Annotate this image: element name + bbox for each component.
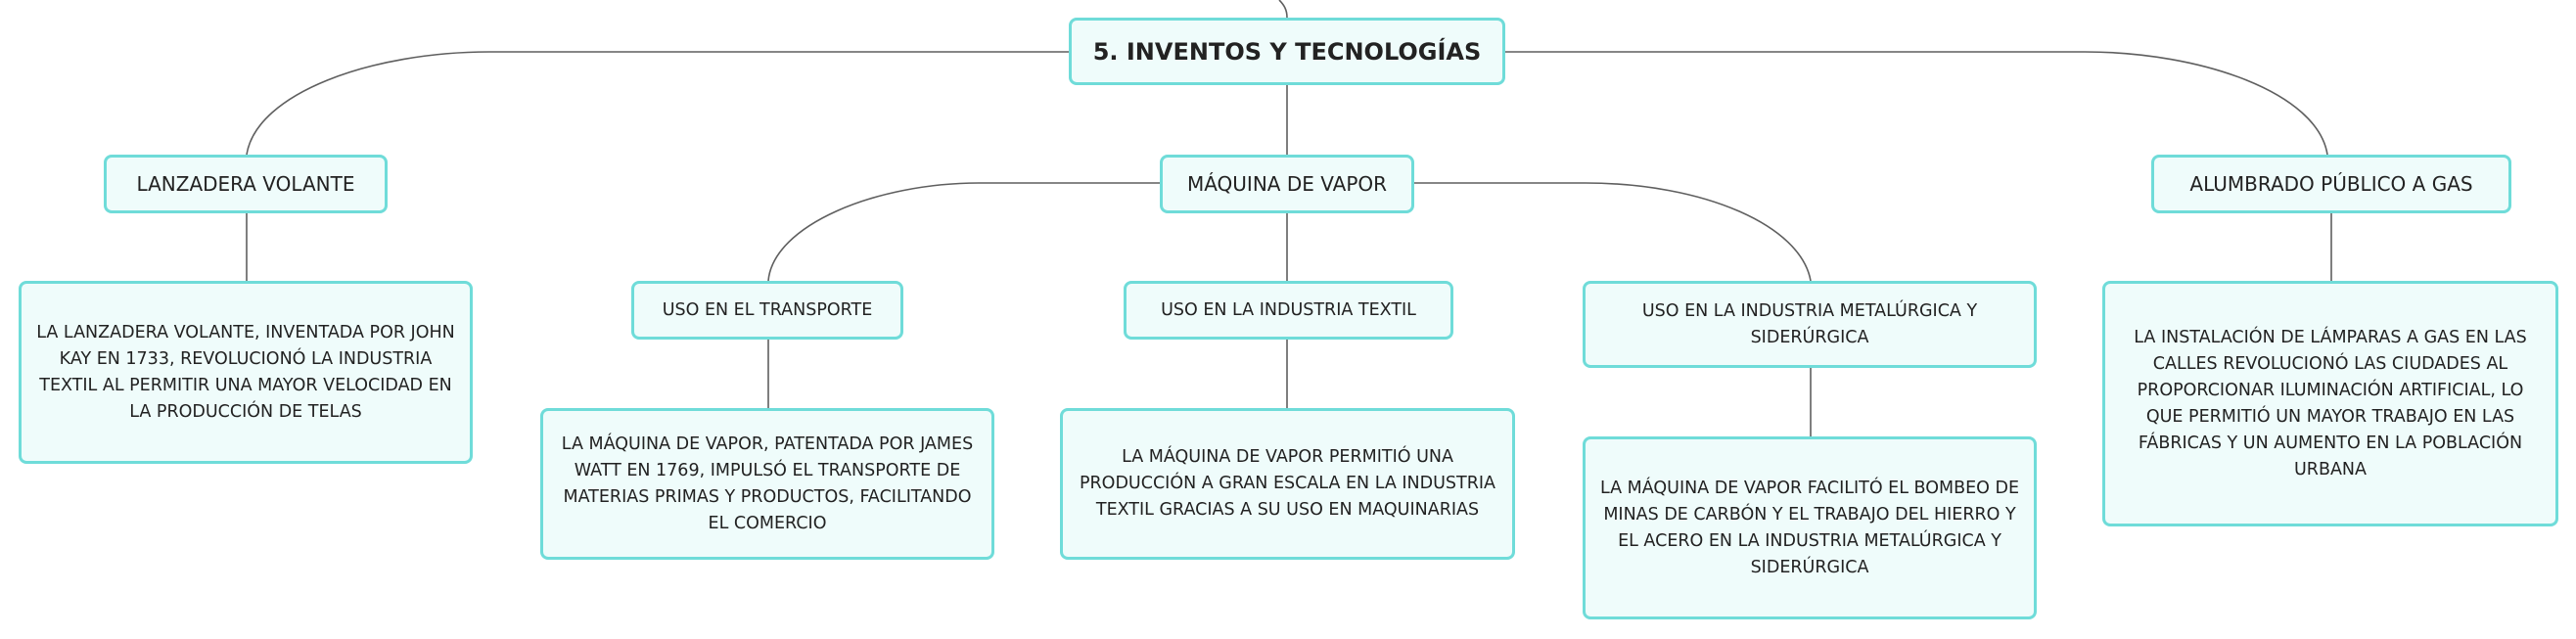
edge-root-parent — [1278, 0, 1288, 19]
edge-maquina-metalurgica — [1414, 182, 1812, 282]
node-label: MÁQUINA DE VAPOR — [1186, 172, 1388, 196]
edge-maquina-transporte — [767, 182, 1160, 282]
node-label: USO EN LA INDUSTRIA METALÚRGICA Y SIDERÚ… — [1641, 300, 1978, 347]
node-alumbrado-publico[interactable]: ALUMBRADO PÚBLICO A GAS — [2151, 155, 2511, 213]
node-label: USO EN EL TRANSPORTE — [662, 299, 873, 320]
node-uso-industria-metalurgica[interactable]: USO EN LA INDUSTRIA METALÚRGICA Y SIDERÚ… — [1583, 281, 2037, 368]
detail-alumbrado-publico[interactable]: LA INSTALACIÓN DE LÁMPARAS A GAS EN LAS … — [2102, 281, 2558, 526]
node-maquina-de-vapor[interactable]: MÁQUINA DE VAPOR — [1160, 155, 1414, 213]
node-lanzadera-volante[interactable]: LANZADERA VOLANTE — [104, 155, 388, 213]
edge-root-alumbrado — [1505, 51, 2328, 156]
detail-uso-transporte[interactable]: LA MÁQUINA DE VAPOR, PATENTADA POR JAMES… — [540, 408, 994, 560]
root-label: 5. INVENTOS Y TECNOLOGÍAS — [1092, 37, 1482, 66]
node-uso-transporte[interactable]: USO EN EL TRANSPORTE — [631, 281, 903, 340]
detail-text: LA MÁQUINA DE VAPOR PERMITIÓ UNA PRODUCC… — [1079, 447, 1496, 520]
root-node[interactable]: 5. INVENTOS Y TECNOLOGÍAS — [1069, 18, 1505, 85]
detail-text: LA MÁQUINA DE VAPOR, PATENTADA POR JAMES… — [561, 434, 974, 533]
node-uso-industria-textil[interactable]: USO EN LA INDUSTRIA TEXTIL — [1124, 281, 1453, 340]
detail-uso-industria-textil[interactable]: LA MÁQUINA DE VAPOR PERMITIÓ UNA PRODUCC… — [1060, 408, 1515, 560]
detail-text: LA LANZADERA VOLANTE, INVENTADA POR JOHN… — [36, 322, 455, 422]
node-label: LANZADERA VOLANTE — [136, 172, 355, 196]
node-label: ALUMBRADO PÚBLICO A GAS — [2189, 172, 2473, 196]
detail-text: LA INSTALACIÓN DE LÁMPARAS A GAS EN LAS … — [2134, 327, 2527, 479]
detail-lanzadera-volante[interactable]: LA LANZADERA VOLANTE, INVENTADA POR JOHN… — [19, 281, 473, 464]
node-label: USO EN LA INDUSTRIA TEXTIL — [1161, 299, 1416, 320]
detail-uso-industria-metalurgica[interactable]: LA MÁQUINA DE VAPOR FACILITÓ EL BOMBEO D… — [1583, 436, 2037, 619]
edge-root-lanzadera — [246, 51, 1069, 156]
detail-text: LA MÁQUINA DE VAPOR FACILITÓ EL BOMBEO D… — [1599, 478, 2020, 577]
